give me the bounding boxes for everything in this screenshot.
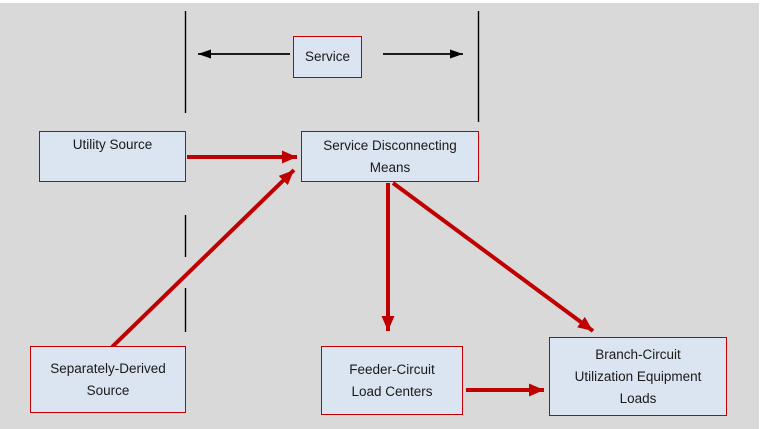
node-utility-source-label: Utility Source: [72, 137, 153, 152]
arrow-disconnect-to-branch: [391, 181, 595, 333]
node-service: Service: [293, 36, 362, 78]
node-service-label: Service: [304, 49, 350, 64]
node-feeder-circuit-load-centers-label: Feeder-Circuit Load Centers: [349, 361, 435, 399]
node-branch-circuit-loads-label: Branch-Circuit Utilization Equipment Loa…: [574, 346, 702, 406]
node-service-disconnecting-means: Service Disconnecting Means: [301, 131, 479, 182]
arrow-derived-to-disconnect: [110, 168, 296, 349]
node-separately-derived-source-label: Separately-Derived Source: [50, 360, 166, 398]
node-utility-source: Utility Source: [39, 131, 186, 182]
node-service-disconnecting-means-label: Service Disconnecting Means: [323, 137, 457, 175]
node-feeder-circuit-load-centers: Feeder-Circuit Load Centers: [321, 346, 463, 415]
node-separately-derived-source: Separately-Derived Source: [30, 346, 186, 413]
node-branch-circuit-loads: Branch-Circuit Utilization Equipment Loa…: [549, 337, 727, 416]
